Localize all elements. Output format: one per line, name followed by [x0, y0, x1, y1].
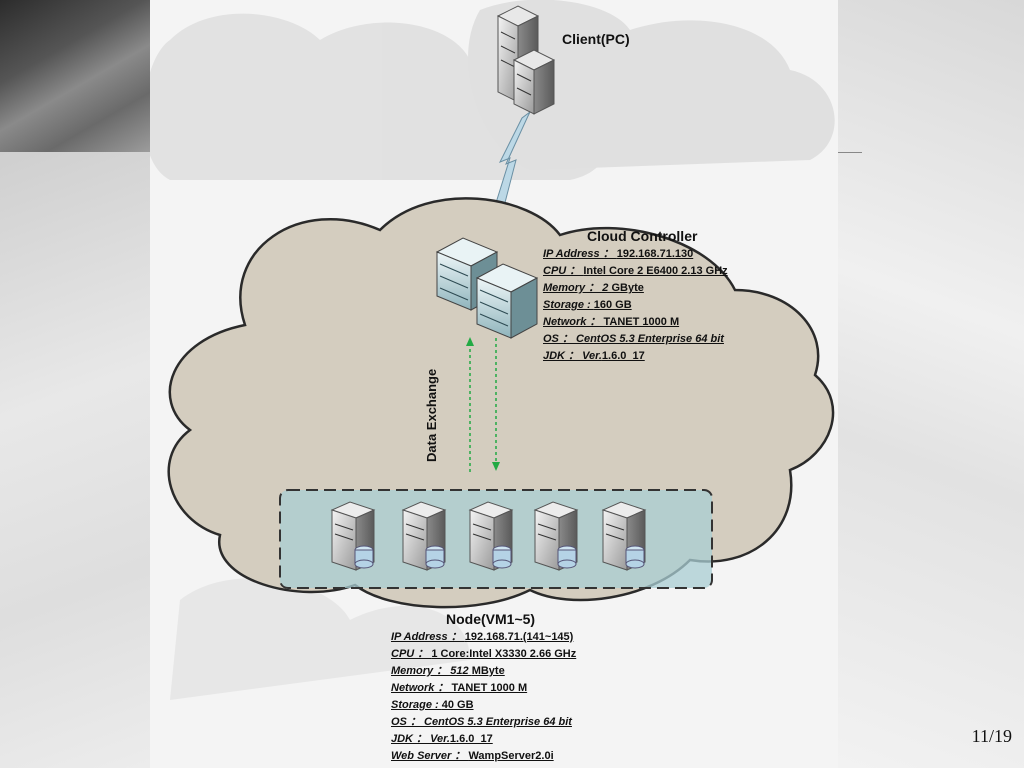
vm-server-icon: [401, 501, 447, 571]
background-dark-panel: [0, 0, 150, 152]
background-right-panel: [838, 0, 1024, 768]
vm-server-icons: [330, 501, 647, 571]
background-clouds: [150, 0, 835, 700]
vm-server-icon: [601, 501, 647, 571]
spec-row: Memory ： 2 GByte: [543, 282, 644, 294]
spec-row: Web Server ： WampServer2.0i: [391, 750, 554, 762]
client-pc-icon: [496, 5, 556, 115]
spec-row: Network ： TANET 1000 M: [543, 316, 680, 328]
cloud-controller-title: Cloud Controller: [587, 228, 698, 244]
client-label: Client(PC): [562, 31, 630, 47]
data-exchange-arrows: [466, 337, 500, 472]
data-exchange-label: Data Exchange: [424, 368, 439, 462]
spec-row: CPU ： 1 Core:Intel X3330 2.66 GHz: [391, 648, 577, 660]
spec-row: Memory ： 512 MByte: [391, 665, 505, 677]
spec-row: Storage : 40 GB: [391, 699, 474, 711]
node-specs: IP Address ： 192.168.71.(141~145) CPU ： …: [391, 629, 576, 765]
spec-row: JDK ： Ver.1.6.0_17: [391, 733, 493, 745]
vm-server-icon: [468, 501, 514, 571]
spec-row: Storage : 160 GB: [543, 299, 632, 311]
vm-server-icon: [533, 501, 579, 571]
vm-server-icon: [330, 501, 376, 571]
spec-row: OS ： CentOS 5.3 Enterprise 64 bit: [391, 716, 572, 728]
spec-row: JDK ： Ver.1.6.0_17: [543, 350, 645, 362]
spec-row: CPU ： Intel Core 2 E6400 2.13 GHz: [543, 265, 728, 277]
spec-row: IP Address ： 192.168.71.(141~145): [391, 631, 574, 643]
network-diagram: [150, 0, 835, 700]
cloud-controller-server-icon: [435, 237, 539, 339]
divider-line: [838, 152, 862, 153]
spec-row: IP Address ： 192.168.71.130: [543, 248, 694, 260]
slide-content: Client(PC) Cloud Controller IP Address ：…: [150, 0, 838, 768]
cloud-controller-specs: IP Address ： 192.168.71.130 CPU ： Intel …: [543, 246, 728, 365]
spec-row: OS ： CentOS 5.3 Enterprise 64 bit: [543, 333, 724, 345]
background-left-panel: [0, 152, 150, 768]
spec-row: Network ： TANET 1000 M: [391, 682, 528, 694]
page-number: 11/19: [971, 726, 1012, 746]
node-title: Node(VM1~5): [446, 611, 536, 627]
